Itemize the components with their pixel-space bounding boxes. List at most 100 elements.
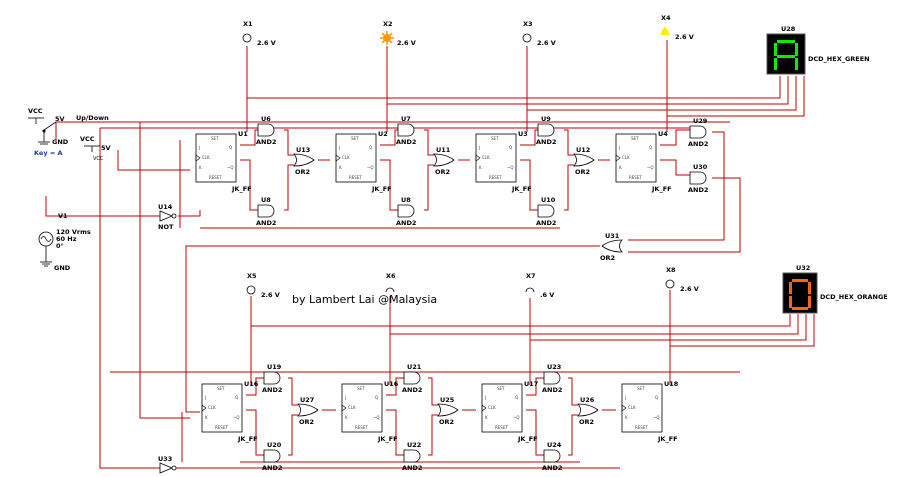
flipflop-type: JK_FF xyxy=(237,435,258,443)
gate-type: OR2 xyxy=(600,254,615,262)
svg-text:SET: SET xyxy=(637,386,645,391)
vcc-top-label: VCC xyxy=(28,107,43,115)
svg-text:Q: Q xyxy=(235,395,238,400)
svg-text:J: J xyxy=(338,145,340,150)
credit-text: by Lambert Lai @Malaysia xyxy=(292,293,437,306)
up-down-switch[interactable]: Up/Down GND Key = A xyxy=(34,114,109,157)
svg-text:~Q: ~Q xyxy=(373,415,380,420)
svg-text:RESET: RESET xyxy=(355,425,368,430)
gate-ref: U14 xyxy=(158,203,173,211)
switch-key-label: Key = A xyxy=(34,149,63,157)
v1-value: 120 Vrms xyxy=(56,228,91,236)
svg-text:Q: Q xyxy=(375,395,378,400)
orange-digit-0 xyxy=(789,279,811,310)
svg-text:RESET: RESET xyxy=(215,425,228,430)
flipflop-type: JK_FF xyxy=(231,185,252,193)
gate-type: AND2 xyxy=(396,219,416,227)
vcc-source-2: VCC 5V VCC xyxy=(80,135,111,162)
svg-text:K: K xyxy=(479,165,482,170)
gate-type: NOT xyxy=(158,223,174,231)
flipflop-ref: U3 xyxy=(518,130,528,138)
vcc-top-value: 5V xyxy=(55,115,65,123)
gate-ref: U24 xyxy=(547,441,562,449)
probe-value: 2.6 V xyxy=(675,33,694,41)
lamp-burst-icon xyxy=(380,31,394,45)
probe-name: X3 xyxy=(523,20,533,28)
hex-display-orange: U32 DCD_HEX_ORANGE xyxy=(782,264,888,314)
probe-x7: X7.6 V xyxy=(525,272,554,299)
hex-display-green: U28 DCD_HEX_GREEN xyxy=(766,25,870,75)
vcc2-value: 5V xyxy=(101,144,111,152)
flipflop-ref: U18 xyxy=(664,380,679,388)
svg-text:K: K xyxy=(345,415,348,420)
gate-type: AND2 xyxy=(396,138,416,146)
svg-text:J: J xyxy=(618,145,620,150)
gate-type: OR2 xyxy=(435,168,450,176)
probe-x2: X22.6 V xyxy=(380,20,416,47)
svg-text:RESET: RESET xyxy=(635,425,648,430)
gate-type: AND2 xyxy=(542,386,562,394)
gate-type: AND2 xyxy=(688,186,708,194)
probe-name: X5 xyxy=(247,272,257,280)
svg-text:~Q: ~Q xyxy=(227,165,234,170)
lamp-off-icon xyxy=(242,33,252,43)
gate-ref: U10 xyxy=(541,196,556,204)
svg-text:K: K xyxy=(205,415,208,420)
svg-text:~Q: ~Q xyxy=(367,165,374,170)
probe-x3: X32.6 V xyxy=(522,20,556,47)
flipflop-type: JK_FF xyxy=(651,185,672,193)
svg-text:RESET: RESET xyxy=(209,175,222,180)
flipflop-ref: U1 xyxy=(238,130,248,138)
gate-ref: U11 xyxy=(436,146,451,154)
svg-text:J: J xyxy=(344,395,346,400)
flipflop-type: JK_FF xyxy=(657,435,678,443)
v1-gnd: GND xyxy=(54,264,71,272)
flipflop-type: JK_FF xyxy=(377,435,398,443)
svg-text:CLK: CLK xyxy=(622,155,630,160)
ac-source-v1: V1 120 Vrms 60 Hz 0° GND xyxy=(38,212,91,272)
wires xyxy=(45,40,815,469)
switch-label: Up/Down xyxy=(76,114,109,122)
probe-name: X8 xyxy=(666,266,676,274)
gate-ref: U23 xyxy=(547,363,561,371)
gate-type: OR2 xyxy=(295,168,310,176)
svg-text:RESET: RESET xyxy=(629,175,642,180)
probe-name: X1 xyxy=(243,20,253,28)
svg-text:SET: SET xyxy=(357,386,365,391)
v1-name: V1 xyxy=(58,212,68,220)
svg-text:Q: Q xyxy=(229,145,232,150)
svg-text:J: J xyxy=(624,395,626,400)
probe-value: 2.6 V xyxy=(397,39,416,47)
lamp-off-icon xyxy=(522,33,532,43)
svg-text:K: K xyxy=(485,415,488,420)
switch-gnd-label: GND xyxy=(52,138,69,146)
flipflop-ref: U17 xyxy=(524,380,538,388)
svg-text:Q: Q xyxy=(649,145,652,150)
probe-x5: X52.6 V xyxy=(246,272,280,299)
probe-x8: X82.6 V xyxy=(665,266,699,293)
probe-name: X7 xyxy=(526,272,536,280)
svg-text:Q: Q xyxy=(369,145,372,150)
gate-ref: U13 xyxy=(296,146,310,154)
gate-ref: U29 xyxy=(693,117,708,125)
svg-text:RESET: RESET xyxy=(349,175,362,180)
svg-text:CLK: CLK xyxy=(208,405,216,410)
svg-text:CLK: CLK xyxy=(482,155,490,160)
probe-x4: X42.6 V xyxy=(660,14,694,41)
gate-ref: U30 xyxy=(693,163,708,171)
probe-value: 2.6 V xyxy=(257,39,276,47)
